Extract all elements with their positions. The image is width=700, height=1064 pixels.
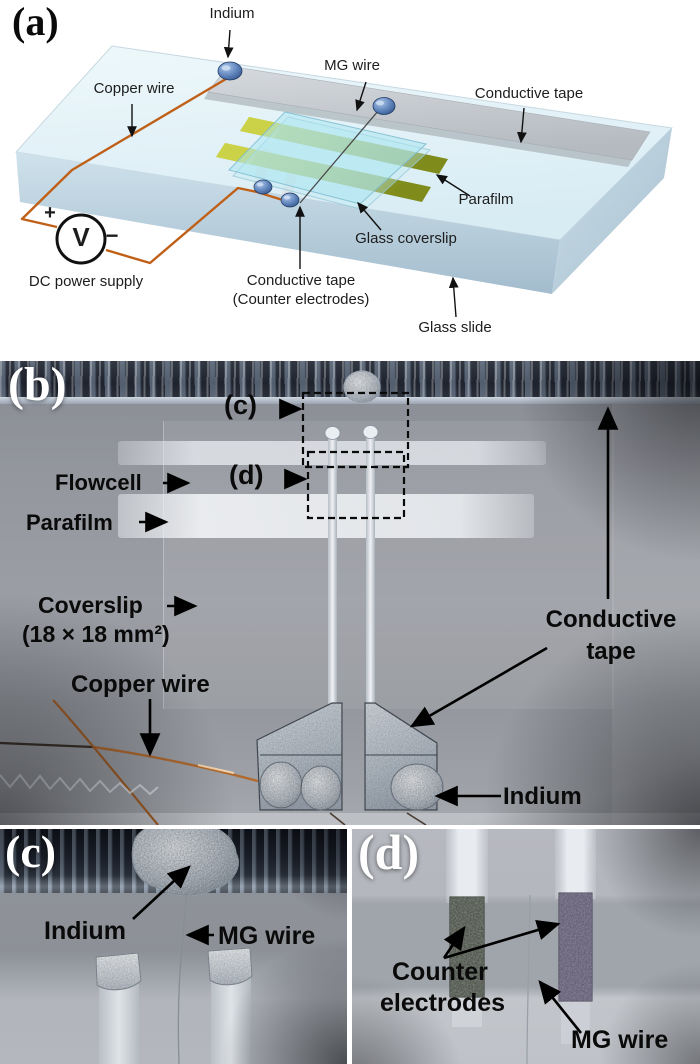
conductive-tape-arrow-diag-b bbox=[409, 646, 548, 728]
indium-blob-top-texture bbox=[344, 371, 380, 403]
panel-c-photo: (c) Indium MG wire bbox=[0, 829, 347, 1064]
indium-blobs-b bbox=[259, 761, 444, 811]
label-coverslip-line1: Coverslip bbox=[38, 592, 143, 618]
label-copper-wire-a: Copper wire bbox=[93, 80, 175, 97]
label-conductive-tape-a: Conductive tape bbox=[474, 85, 584, 102]
mg-wire-arrow bbox=[355, 81, 367, 112]
label-indium-c: Indium bbox=[44, 917, 126, 945]
glass-slide-arrow bbox=[448, 276, 459, 318]
label-conductive-tape-line1: Conductive bbox=[545, 606, 677, 633]
indium-blob-c-texture bbox=[132, 829, 239, 896]
label-indium-a: Indium bbox=[209, 5, 255, 22]
label-mg-wire-a: MG wire bbox=[324, 57, 380, 74]
panel-letter-c: (c) bbox=[5, 829, 57, 877]
label-indium-b: Indium bbox=[503, 783, 582, 810]
label-parafilm-a: Parafilm bbox=[458, 191, 514, 208]
label-mg-wire-d: MG wire bbox=[571, 1026, 669, 1054]
mg-wire-line-d bbox=[526, 894, 531, 1064]
label-glass-coverslip-a: Glass coverslip bbox=[355, 230, 457, 247]
schematic-drawing bbox=[15, 29, 674, 318]
copper-wires-b bbox=[0, 699, 427, 825]
label-dc-power-supply: DC power supply bbox=[28, 273, 144, 290]
label-counter-line2: electrodes bbox=[380, 989, 506, 1017]
panel-letter-d: (d) bbox=[358, 829, 420, 880]
mg-wire-line bbox=[299, 103, 385, 204]
label-parafilm-b: Parafilm bbox=[26, 510, 113, 535]
glass-coverslip-shape bbox=[228, 111, 432, 211]
parafilm-arrow bbox=[435, 174, 471, 197]
copper-wire-negative bbox=[105, 186, 290, 265]
parafilm-serrated-edge-b bbox=[0, 773, 159, 796]
label-copper-wire-b: Copper wire bbox=[71, 671, 210, 698]
voltmeter-symbol: V bbox=[72, 222, 90, 252]
conductive-tape-arrow bbox=[516, 107, 527, 144]
indium-arrow bbox=[223, 29, 234, 59]
label-mg-wire-c: MG wire bbox=[218, 922, 316, 950]
panel-letter-a: (a) bbox=[12, 0, 59, 44]
label-counter-tape-line2: (Counter electrodes) bbox=[232, 291, 370, 308]
panel-b-photo: (b) (c) (d) Flowcell Parafilm Coverslip … bbox=[0, 361, 700, 825]
label-glass-slide-a: Glass slide bbox=[418, 319, 492, 336]
label-inset-c: (c) bbox=[224, 390, 257, 420]
voltmeter-minus: − bbox=[105, 223, 119, 248]
conductive-tape-shape bbox=[204, 65, 651, 167]
panel-a-schematic: (a) Indium Copper wire MG wire Conductiv… bbox=[0, 0, 700, 360]
label-coverslip-line2: (18 × 18 mm²) bbox=[22, 621, 170, 647]
counter-electrode-right-d bbox=[555, 829, 596, 1044]
annotation-arrows bbox=[127, 29, 527, 318]
label-flowcell: Flowcell bbox=[55, 470, 142, 495]
panel-letter-b: (b) bbox=[8, 361, 67, 411]
voltmeter-circle bbox=[55, 213, 107, 265]
inset-box-d bbox=[306, 450, 406, 520]
indium-balls bbox=[217, 61, 396, 208]
mg-wire-line-c bbox=[177, 890, 188, 1064]
label-counter-tape-line1: Conductive tape bbox=[246, 272, 356, 289]
glass-coverslip-arrow bbox=[357, 201, 382, 231]
electrode-strips-c bbox=[95, 947, 253, 1064]
label-inset-d: (d) bbox=[229, 460, 264, 490]
voltmeter-plus: + bbox=[44, 202, 56, 224]
panel-d-photo: (d) Counter electrodes MG wire bbox=[352, 829, 700, 1064]
inset-box-c bbox=[301, 391, 410, 469]
label-counter-line1: Counter bbox=[392, 958, 488, 986]
copper-wire-positive bbox=[20, 74, 232, 229]
label-conductive-tape-line2: tape bbox=[586, 638, 636, 665]
